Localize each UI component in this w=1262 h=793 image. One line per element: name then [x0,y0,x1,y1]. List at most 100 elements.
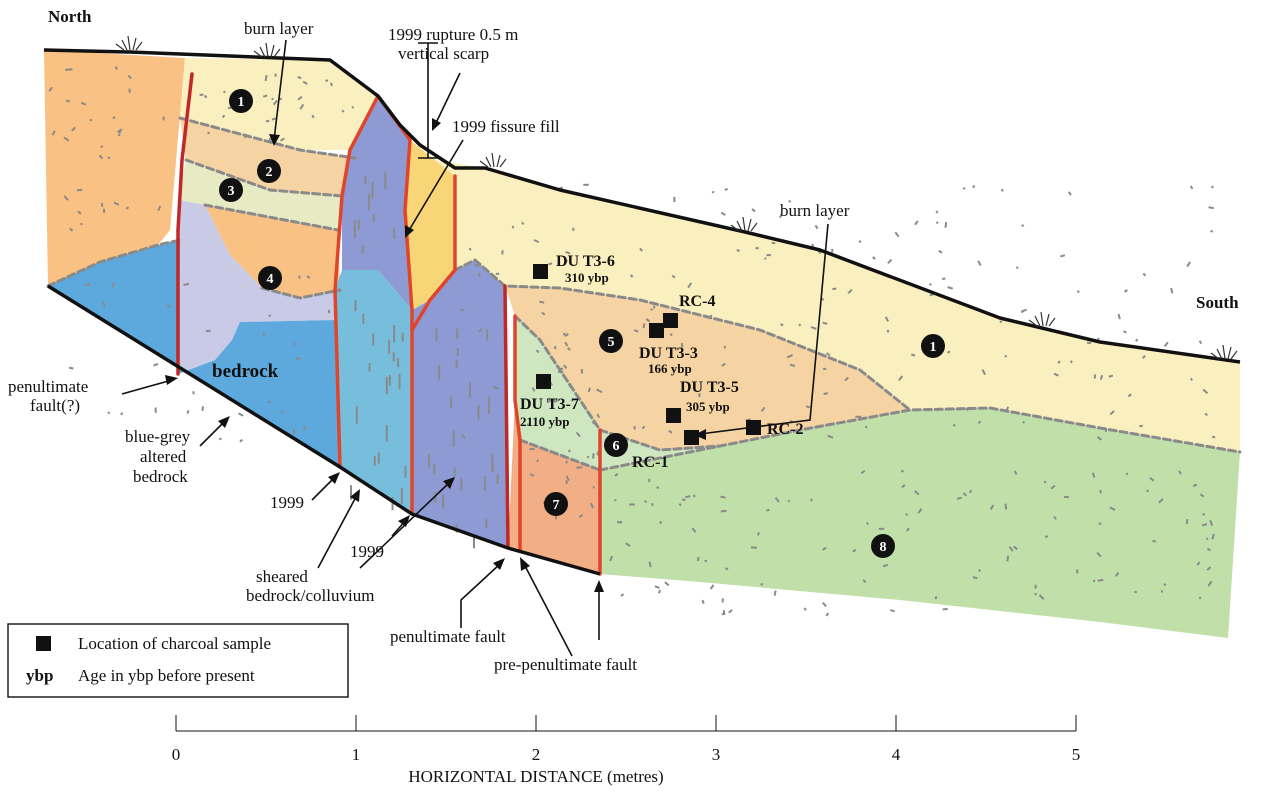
grain-speck [120,412,123,415]
grain-speck [530,448,535,450]
grain-speck [942,278,945,280]
grain-speck [1161,590,1163,592]
grain-speck [496,273,500,275]
grain-speck [1021,224,1024,227]
unit-number: 1 [930,340,937,355]
shear-streak [362,245,364,254]
arrowhead-icon [165,375,178,385]
grain-speck [1035,585,1037,589]
grain-speck [887,259,892,264]
grain-speck [1126,473,1128,475]
unit-number: 7 [553,498,560,513]
axis-tick-label: 3 [712,745,721,764]
grain-speck [1124,289,1128,293]
axis-tick-label: 0 [172,745,181,764]
shear-streak [491,454,493,471]
grain-speck [963,187,966,190]
shear-streak [402,333,404,342]
grain-speck [629,504,635,506]
shear-streak [372,333,374,345]
label-rupture-line1: 1999 rupture 0.5 m [388,25,518,44]
grain-speck [1170,288,1173,294]
shear-streak [358,220,360,230]
grain-speck [1190,186,1193,190]
grain-speck [620,593,624,597]
sample-name: RC-4 [679,293,715,310]
unit-marker-1-north: 1 [229,89,253,113]
grain-speck [155,408,157,413]
grain-speck [656,486,659,488]
sample-name: DU T3-5 [680,379,739,396]
arrowhead-icon [432,118,441,131]
shear-streak [488,397,490,415]
label-bluegrey1: blue-grey [125,427,191,446]
shear-streak [356,406,358,423]
legend-ybp-text: Age in ybp before present [78,666,255,685]
shear-streak [453,430,455,447]
shear-streak [386,425,388,441]
shear-streak [364,175,366,184]
grain-speck [1021,309,1027,313]
shear-streak [393,352,395,361]
shear-streak [477,405,479,420]
sample-marker-du-t3-7 [536,374,551,389]
shear-streak [438,365,440,380]
grain-speck [1016,267,1018,269]
grain-speck [581,369,583,373]
axis-title: HORIZONTAL DISTANCE (metres) [408,767,663,786]
grain-speck [947,286,953,289]
grain-speck [655,585,660,588]
grass-tuft-icon [1029,312,1055,326]
grain-speck [186,410,189,414]
grain-speck [673,197,675,202]
grain-speck [724,346,726,349]
grain-speck [614,499,616,501]
grain-speck [712,191,715,194]
grain-speck [760,583,763,585]
grain-speck [69,367,74,370]
grain-speck [1123,330,1127,333]
grain-speck [1135,339,1138,342]
sample-marker-rc-4 [663,313,678,328]
shear-streak [388,340,390,354]
label-bluegrey2: altered [140,447,187,466]
grain-speck [764,257,766,259]
shear-streak [486,329,488,340]
label-1999-b: 1999 [350,542,384,561]
grain-speck [879,528,884,530]
grain-speck [728,609,733,613]
shear-streak [485,519,487,529]
unit-marker-4: 4 [258,266,282,290]
grain-speck [658,590,661,594]
shear-streak [497,474,499,484]
sample-age: 305 ybp [686,399,730,414]
grain-speck [1186,261,1190,267]
shear-streak [456,329,458,339]
grain-speck [108,412,110,414]
axis-tick-label: 1 [352,745,361,764]
legend-ybp-key: ybp [26,666,53,685]
grain-speck [772,242,776,244]
label-fissure-fill: 1999 fissure fill [452,117,560,136]
grain-speck [325,80,328,82]
arrowhead-icon [520,557,530,571]
label-1999-a: 1999 [270,493,304,512]
unit-number: 4 [267,272,274,287]
distance-axis [176,715,1076,731]
grain-speck [822,602,827,607]
grain-speck [460,309,464,311]
axis-tick-label: 2 [532,745,541,764]
sample-marker-du-t3-5 [666,408,681,423]
grain-speck [1143,273,1147,277]
label-rupture-line2: vertical scarp [398,44,489,63]
sample-name: DU T3-6 [556,253,615,270]
label-south: South [1196,293,1239,312]
grain-speck [202,406,204,411]
grain-speck [1060,254,1065,257]
grain-speck [238,413,243,417]
grain-speck [648,479,650,483]
unit-number: 8 [880,540,887,555]
label-penultimate-fault: penultimate fault [390,627,506,646]
shear-streak [369,363,371,372]
grain-speck [651,503,653,506]
